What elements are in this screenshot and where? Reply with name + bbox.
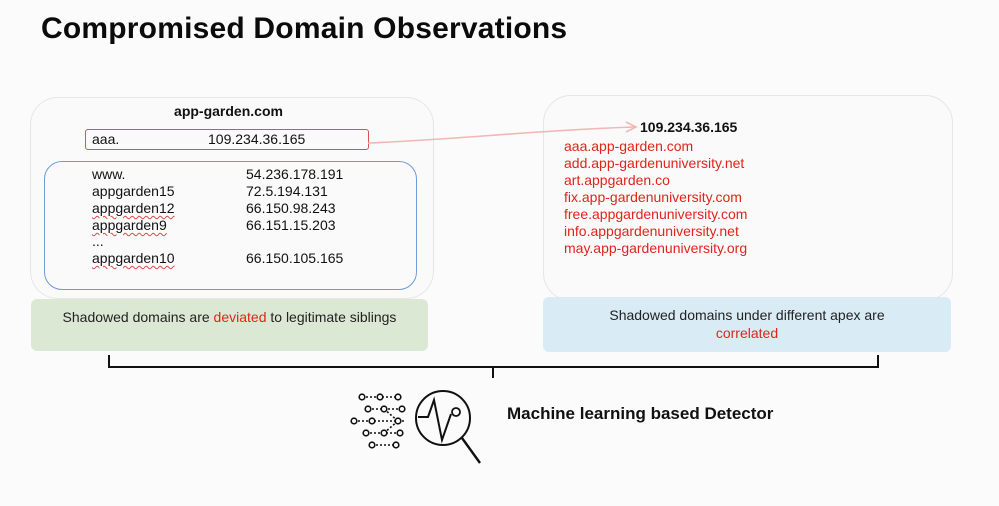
detector-label: Machine learning based Detector [507,404,774,423]
legitimate-siblings-box: www. 54.236.178.191 appgarden15 72.5.194… [44,161,417,290]
correlated-domain: free.appgardenuniversity.com [564,206,748,222]
sibling-ip: 72.5.194.131 [246,183,328,199]
sibling-host: appgarden10 [92,250,175,266]
sibling-ip: 54.236.178.191 [246,166,344,182]
ml-detector-icon [350,390,481,464]
sibling-host: appgarden12 [92,200,175,216]
correlated-domain: add.app-gardenuniversity.net [564,155,745,171]
shadowed-host: aaa. [92,131,120,147]
sibling-host: appgarden9 [92,217,167,233]
ip-correlation-panel [543,95,953,301]
ip-title: 109.234.36.165 [640,119,738,135]
correlated-domain: may.app-gardenuniversity.org [564,240,748,256]
caption-highlight: deviated [213,309,267,325]
ip-link-arrow [367,126,635,144]
sibling-ellipsis: ... [92,233,104,249]
correlated-domain: fix.app-gardenuniversity.com [564,189,742,205]
shadowed-ip: 109.234.36.165 [208,131,306,147]
sibling-host: appgarden15 [92,183,175,199]
apex-domain-title: app-garden.com [174,103,283,119]
network-nodes-icon [350,393,406,449]
shadowed-domain-box: aaa. 109.234.36.165 [85,129,369,150]
caption-highlight: correlated [715,325,779,341]
sibling-ip: 66.151.15.203 [246,217,336,233]
correlated-domain: aaa.app-garden.com [564,138,694,154]
deviation-caption: Shadowed domains are deviated to legitim… [31,299,428,351]
sibling-ip: 66.150.105.165 [246,250,344,266]
magnifier-icon [415,390,481,464]
sibling-host: www. [92,166,126,182]
correlation-caption: Shadowed domains under different apex ar… [543,297,951,352]
merge-bracket [108,355,879,378]
correlated-domain: info.appgardenuniversity.net [564,223,739,239]
caption-text: Shadowed domains under different apex ar… [609,307,885,323]
correlated-domain-list: aaa.app-garden.com add.app-gardenunivers… [564,138,747,257]
sibling-ip: 66.150.98.243 [246,200,336,216]
page-title: Compromised Domain Observations [41,12,568,45]
caption-text: Shadowed domains are [62,309,214,325]
caption-text: to legitimate siblings [266,309,397,325]
ip-link-arrowhead [625,121,638,133]
correlated-domain: art.appgarden.co [564,172,670,188]
